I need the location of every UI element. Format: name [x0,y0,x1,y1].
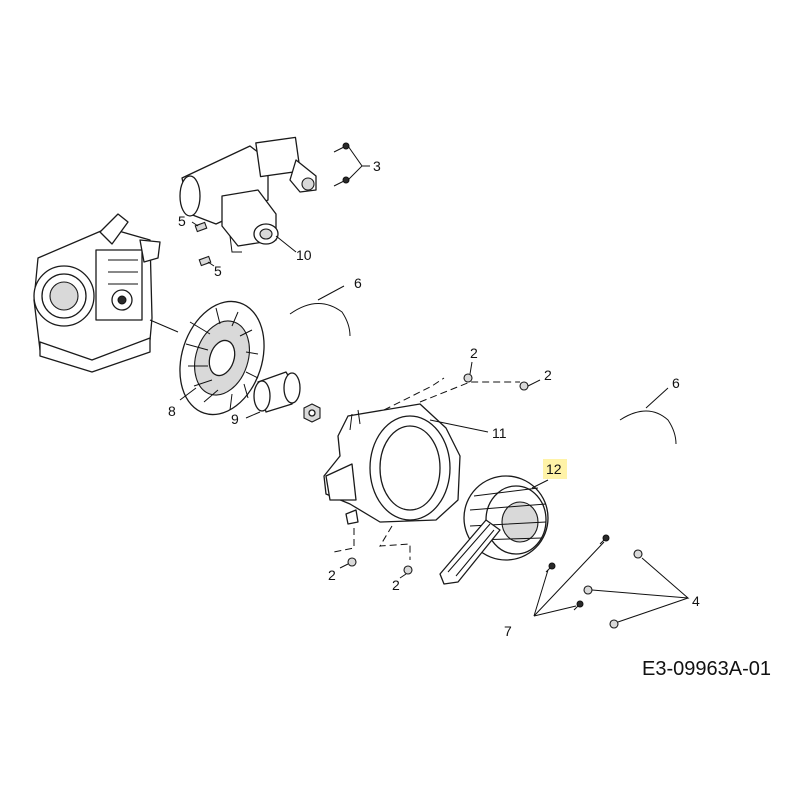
callout-6-upper: 6 [354,275,362,291]
callout-6-right: 6 [672,375,680,391]
nut-2-upper-left [463,373,473,383]
callout-2-upper-left: 2 [470,345,478,361]
wire-clip-6-upper [289,285,351,337]
callout-2-lower-right: 2 [392,577,400,593]
callout-11: 11 [492,425,507,441]
nut-2-upper-right [519,381,529,391]
screw-3-lower [333,176,350,187]
bolt-4-lower [609,619,619,629]
flywheel-nut [303,403,321,423]
callout-7: 7 [504,623,512,639]
screw-7-middle [545,562,556,573]
bolt-4-middle [583,585,593,595]
drawing-number: E3-09963A-01 [642,658,771,680]
nut-2-lower-right [403,565,413,575]
callout-12-highlight [543,459,567,479]
screw-7-upper [599,534,610,545]
screw-3-upper [333,142,350,153]
callout-8: 8 [168,403,176,419]
callout-2-upper-right: 2 [544,367,552,383]
recoil-starter [439,475,549,585]
starter-cup [245,371,301,419]
callout-12: 12 [546,461,562,477]
pin-5-upper [194,221,208,233]
callout-5-lower: 5 [214,263,222,279]
blower-housing [323,403,489,525]
callout-4: 4 [692,593,700,609]
callout-2-lower-left: 2 [328,567,336,583]
callout-5-upper: 5 [178,213,186,229]
callout-10: 10 [296,247,312,263]
pin-5-lower [198,255,212,267]
flywheel [179,300,265,416]
nut-2-lower-left [347,557,357,567]
callout-3: 3 [373,158,381,174]
engine-block [33,213,179,373]
starter-motor [179,136,317,253]
callout-9: 9 [231,411,239,427]
screw-7-lower [573,600,584,611]
bolt-4-upper [633,549,643,559]
wire-clip-6-right [619,387,677,445]
